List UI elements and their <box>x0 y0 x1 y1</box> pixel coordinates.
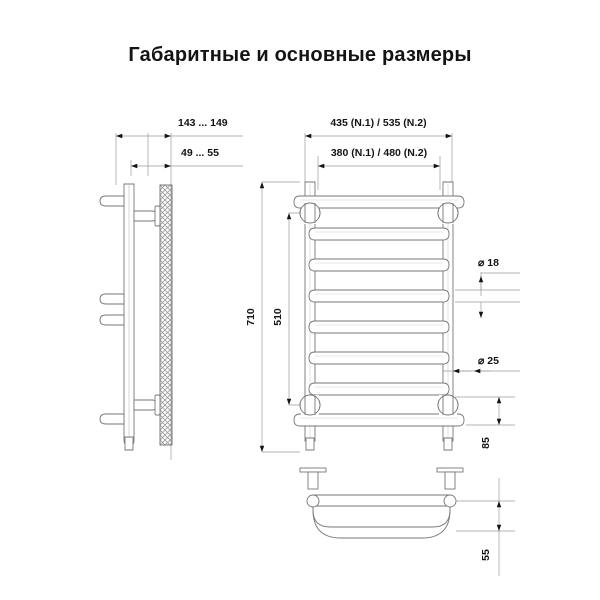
front-rung-5 <box>308 320 450 334</box>
dim-overall-height: 710 <box>245 181 300 453</box>
mount-stem-left <box>307 471 319 490</box>
bottom-view-group: 55 <box>299 467 515 576</box>
front-mounting-boss-covers <box>301 203 457 416</box>
wall-bracket-bottom <box>133 394 161 416</box>
dim-label-bottom-offset: 85 <box>480 437 492 449</box>
front-post-relines <box>304 203 454 415</box>
side-rung-4 <box>99 413 125 425</box>
dim-rung-diameter: ⌀ 18 <box>455 257 520 318</box>
front-view-extension-lines <box>304 133 453 190</box>
mount-plate-right <box>436 467 464 473</box>
dim-inner-width: 380 (N.1) / 480 (N.2) <box>318 147 440 169</box>
mount-plate-left <box>299 467 327 473</box>
side-rung-2 <box>99 293 125 305</box>
bottom-view-u-joints <box>306 494 457 508</box>
dim-label-overall-depth: 143 ... 149 <box>178 117 228 129</box>
wall-bracket-top <box>133 205 161 227</box>
dim-bracket-offset: 49 ... 55 <box>130 147 243 176</box>
side-view-rungs <box>99 195 125 425</box>
side-view-group: 143 ... 149 49 ... 55 <box>99 117 243 460</box>
front-rung-bottom <box>293 413 465 427</box>
side-view-post <box>123 183 135 451</box>
side-view-wall-brackets <box>133 205 161 416</box>
bottom-view-u-bar <box>312 494 451 539</box>
front-rung-2 <box>308 227 450 241</box>
dim-label-overall-height: 710 <box>245 308 257 326</box>
front-post-right-foot <box>443 437 453 451</box>
page-title: Габаритные и основные размеры <box>128 44 472 66</box>
u-joint-left <box>306 494 320 508</box>
side-rung-3 <box>99 314 125 326</box>
front-rung-3 <box>308 258 450 272</box>
mount-stem-right <box>444 471 456 490</box>
front-rungs <box>308 227 450 396</box>
dim-label-bracket-offset: 49 ... 55 <box>181 147 219 159</box>
u-joint-right <box>443 494 457 508</box>
front-rung-7 <box>308 382 450 396</box>
side-rung-1 <box>99 195 125 207</box>
dim-label-inner-width: 380 (N.1) / 480 (N.2) <box>331 147 427 159</box>
dim-post-diameter: ⌀ 25 <box>443 355 520 374</box>
dim-label-rung-diameter: ⌀ 18 <box>478 257 499 269</box>
dim-label-post-diameter: ⌀ 25 <box>478 355 499 367</box>
wall-section <box>159 184 173 446</box>
front-rungs-highlights <box>315 231 443 388</box>
dim-overall-depth: 143 ... 149 <box>116 117 243 139</box>
front-rung-top <box>293 195 465 209</box>
bottom-view-mount-plates <box>299 467 464 490</box>
front-rung-6 <box>308 351 450 365</box>
dim-bottom-offset: 85 <box>455 396 515 449</box>
dim-label-overall-width: 435 (N.1) / 535 (N.2) <box>330 117 426 129</box>
dim-shelf-depth: 55 <box>456 478 515 576</box>
front-mounting-boss-arcs <box>299 202 459 416</box>
front-view-group: 435 (N.1) / 535 (N.2) 380 (N.1) / 480 (N… <box>245 117 520 453</box>
front-post-left-foot <box>305 437 315 451</box>
dim-overall-width: 435 (N.1) / 535 (N.2) <box>305 117 452 139</box>
dim-label-mounting-height: 510 <box>272 308 284 326</box>
dim-label-shelf-depth: 55 <box>480 549 492 561</box>
front-rung-4 <box>308 289 450 303</box>
dim-mounting-height: 510 <box>272 212 310 406</box>
